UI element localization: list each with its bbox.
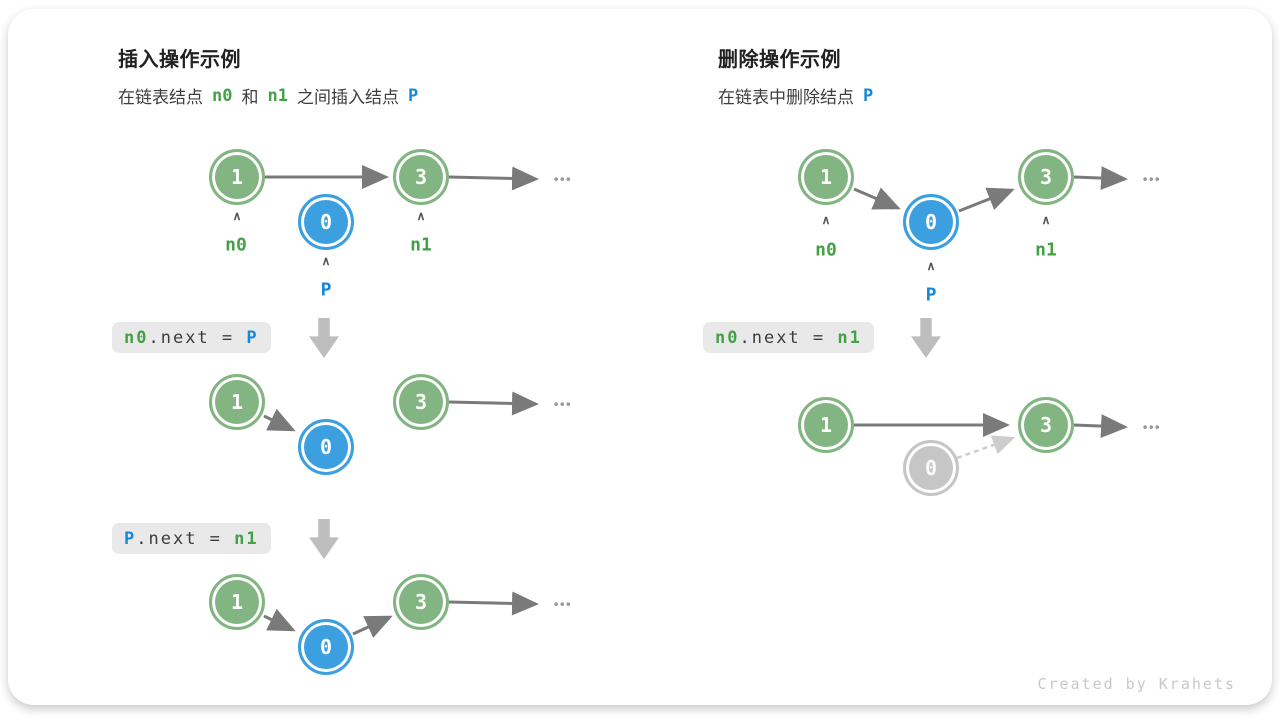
caret-up-icon: ∧ [232, 209, 242, 223]
node-n0: 1 [209, 149, 265, 205]
label-n1: n1 [410, 234, 432, 256]
insert-subtitle-text: 在链表结点 [118, 88, 203, 107]
arrow-n1-to-rest-step2 [448, 391, 539, 416]
label-n0: n0 [815, 239, 837, 261]
label-p: P [925, 284, 937, 306]
delete-subtitle: 在链表中删除结点 P [718, 83, 873, 108]
arrow-n1-to-rest-del2 [1073, 414, 1128, 439]
node-n1: 3 [1018, 149, 1074, 205]
arrow-n1-to-rest-del [1073, 166, 1128, 191]
label-n0: n0 [225, 234, 247, 256]
ellipsis-icon: ••• [553, 596, 573, 612]
down-arrow-icon [911, 318, 941, 358]
node-n1: 3 [1018, 397, 1074, 453]
down-arrow-icon [309, 318, 339, 358]
node-n0: 1 [209, 374, 265, 430]
insert-subtitle-p: P [407, 85, 419, 106]
node-n1: 3 [393, 574, 449, 630]
node-deleted: 0 [903, 440, 959, 496]
insert-subtitle-n1: n1 [267, 85, 288, 106]
code-chip-n0-next-n1: n0.next = n1 [703, 322, 874, 353]
arrow-deleted-dashed [956, 435, 1016, 460]
node-n0: 1 [798, 149, 854, 205]
node-n0: 1 [798, 397, 854, 453]
arrow-p-to-n1-del [958, 187, 1015, 213]
label-n1: n1 [1035, 239, 1057, 261]
insert-subtitle-and: 和 [241, 88, 259, 107]
node-p: 0 [298, 194, 354, 250]
down-arrow-icon [309, 519, 339, 559]
arrow-n0-to-p-step2 [263, 408, 296, 432]
insert-subtitle-n0: n0 [212, 85, 233, 106]
node-p: 0 [298, 419, 354, 475]
caret-up-icon: ∧ [926, 259, 936, 273]
node-n1: 3 [393, 149, 449, 205]
caret-up-icon: ∧ [321, 254, 331, 268]
ellipsis-icon: ••• [553, 171, 573, 187]
arrow-n1-to-rest [448, 166, 539, 191]
insert-title: 插入操作示例 [118, 49, 241, 71]
ellipsis-icon: ••• [1142, 419, 1162, 435]
caret-up-icon: ∧ [821, 213, 831, 227]
delete-title: 删除操作示例 [718, 49, 841, 71]
arrow-p-to-n1-step3 [352, 615, 393, 638]
arrow-n1-to-rest-step3 [448, 591, 539, 616]
code-chip-n0-next-p: n0.next = P [112, 322, 271, 353]
caret-up-icon: ∧ [416, 209, 426, 223]
node-p: 0 [298, 619, 354, 675]
ellipsis-icon: ••• [553, 396, 573, 412]
node-n1: 3 [393, 374, 449, 430]
node-n0: 1 [209, 574, 265, 630]
label-p: P [320, 279, 332, 301]
arrow-n0-to-p-step3 [263, 608, 296, 632]
credit-text: Created by Krahets [1037, 675, 1236, 693]
caret-up-icon: ∧ [1041, 213, 1051, 227]
delete-subtitle-p: P [863, 85, 874, 106]
ellipsis-icon: ••• [1142, 171, 1162, 187]
delete-subtitle-text: 在链表中删除结点 [718, 88, 854, 107]
code-chip-p-next-n1: P.next = n1 [112, 523, 271, 554]
node-p: 0 [903, 194, 959, 250]
insert-subtitle-text2: 之间插入结点 [296, 88, 399, 107]
arrow-n0-to-p-del [853, 187, 901, 210]
insert-subtitle: 在链表结点 n0 和 n1 之间插入结点 P [118, 83, 418, 108]
